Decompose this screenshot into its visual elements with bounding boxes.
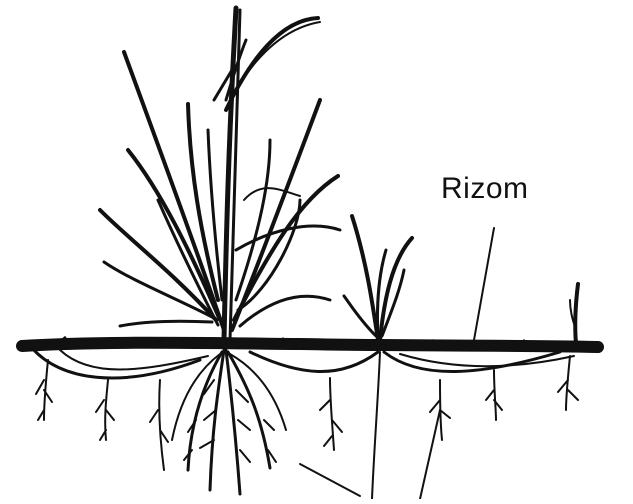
rhizome-label: Rizom: [441, 172, 529, 206]
